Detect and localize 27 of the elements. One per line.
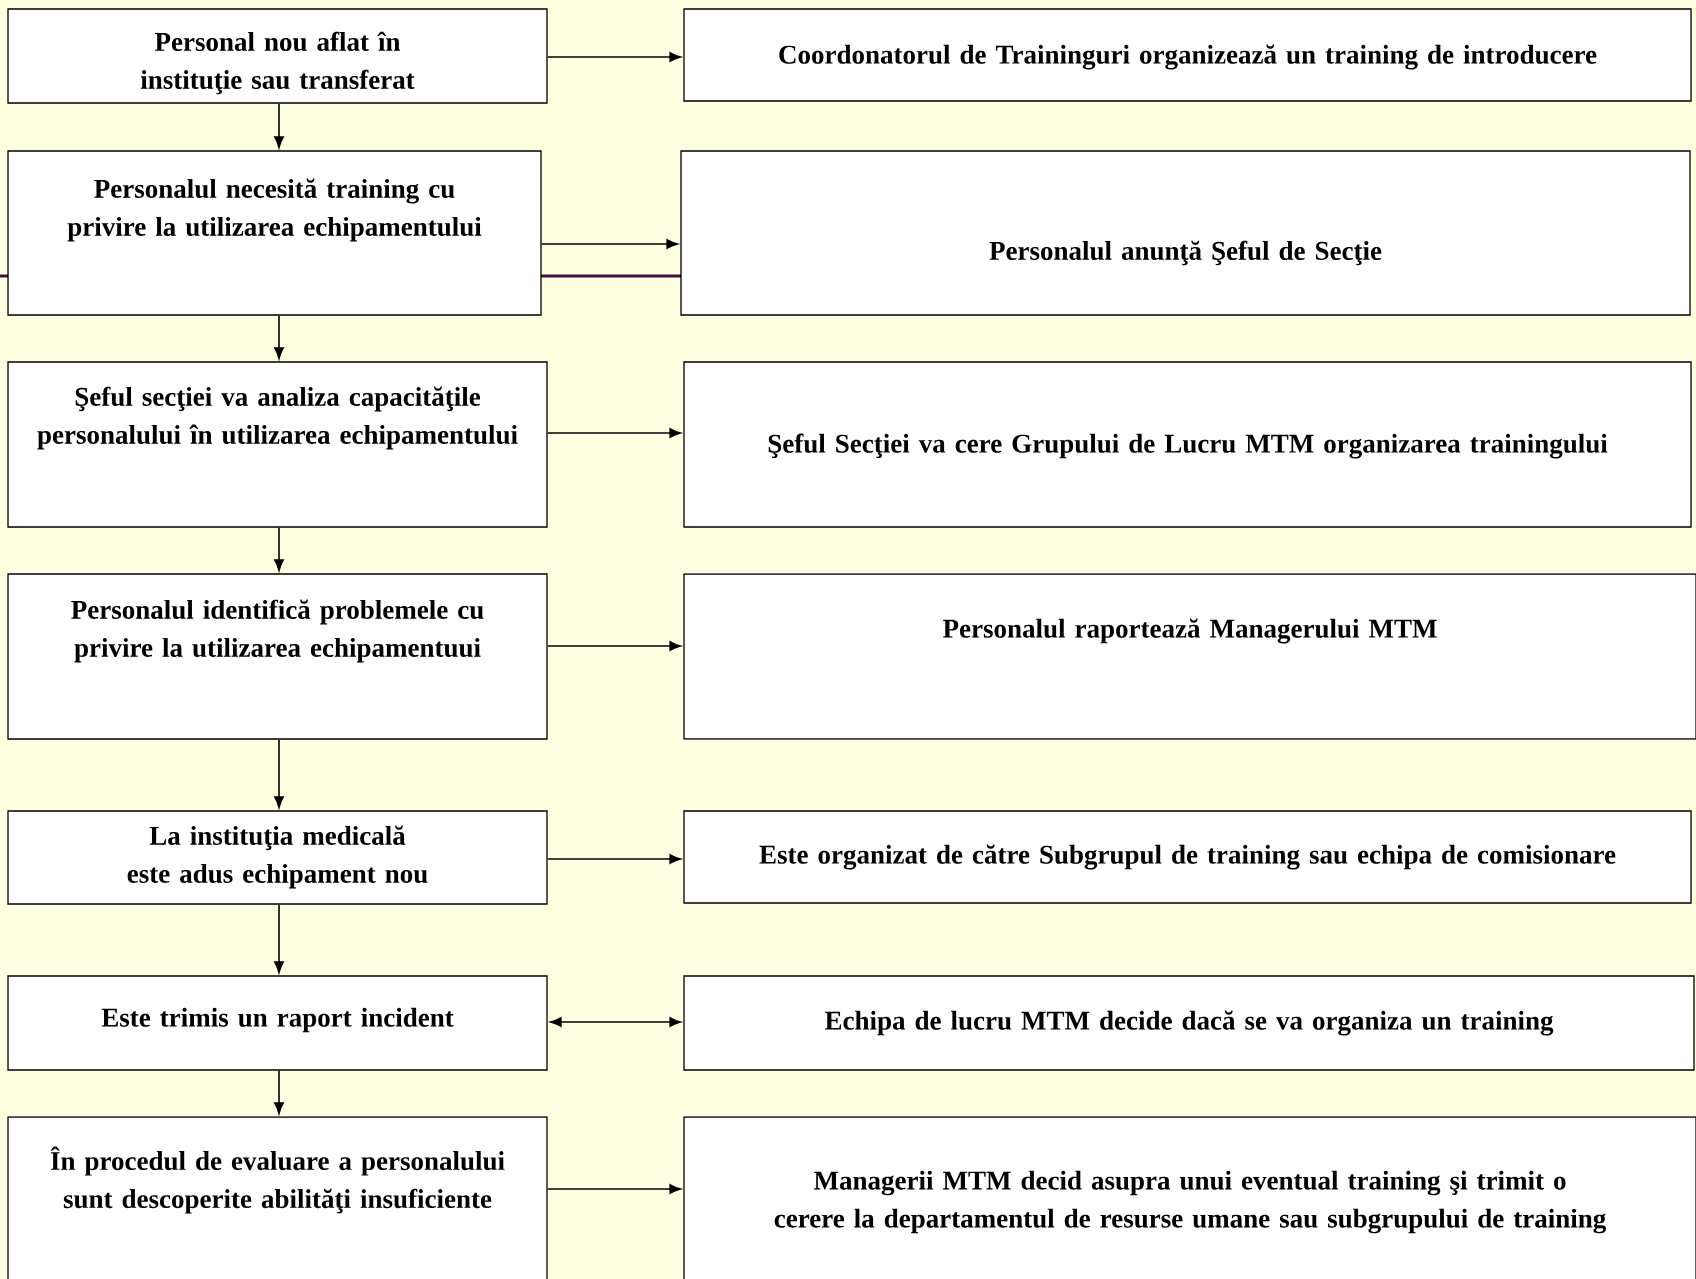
arrow <box>274 1069 284 1114</box>
arrow <box>546 854 681 864</box>
process-box: Şeful secţiei va analiza capacităţile personalului în utilizarea echipamentului <box>7 361 548 528</box>
process-box: Personalul necesită training cu privire la utilizarea echipamentului <box>7 150 542 316</box>
process-box: Personal nou aflat în instituţie sau transferat <box>7 8 548 104</box>
process-box: Şeful Secţiei va cere Grupului de Lucru MTM organizarea trainingului <box>683 361 1692 528</box>
arrow <box>274 903 284 973</box>
arrow <box>546 52 681 62</box>
arrow <box>274 102 284 148</box>
arrow <box>546 1184 681 1194</box>
process-box: Coordonatorul de Traininguri organizează un training de introducere <box>683 8 1692 102</box>
arrow <box>550 1017 681 1027</box>
process-box: În procedul de evaluare a personalului sunt descoperite abilităţi insuficiente <box>7 1116 548 1279</box>
process-box: Managerii MTM decid asupra unui eventual training şi trimit o cerere la departamentul de resurse umane sau subgrupului de training <box>683 1116 1696 1279</box>
arrow <box>546 428 681 438</box>
process-box: Echipa de lucru MTM decide dacă se va organiza un training <box>683 975 1695 1071</box>
process-box: La instituţia medicală este adus echipament nou <box>7 810 548 905</box>
process-box: Personalul anunţă Şeful de Secţie <box>680 150 1691 316</box>
arrow <box>274 314 284 359</box>
arrow <box>540 239 678 249</box>
arrow <box>546 641 681 651</box>
process-box: Personalul raportează Managerului MTM <box>683 573 1696 740</box>
process-box: Personalul identifică problemele cu privire la utilizarea echipamentuui <box>7 573 548 740</box>
process-box: Este trimis un raport incident <box>7 975 548 1071</box>
arrow <box>274 526 284 571</box>
arrow <box>274 738 284 808</box>
process-box: Este organizat de către Subgrupul de training sau echipa de comisionare <box>683 810 1692 904</box>
